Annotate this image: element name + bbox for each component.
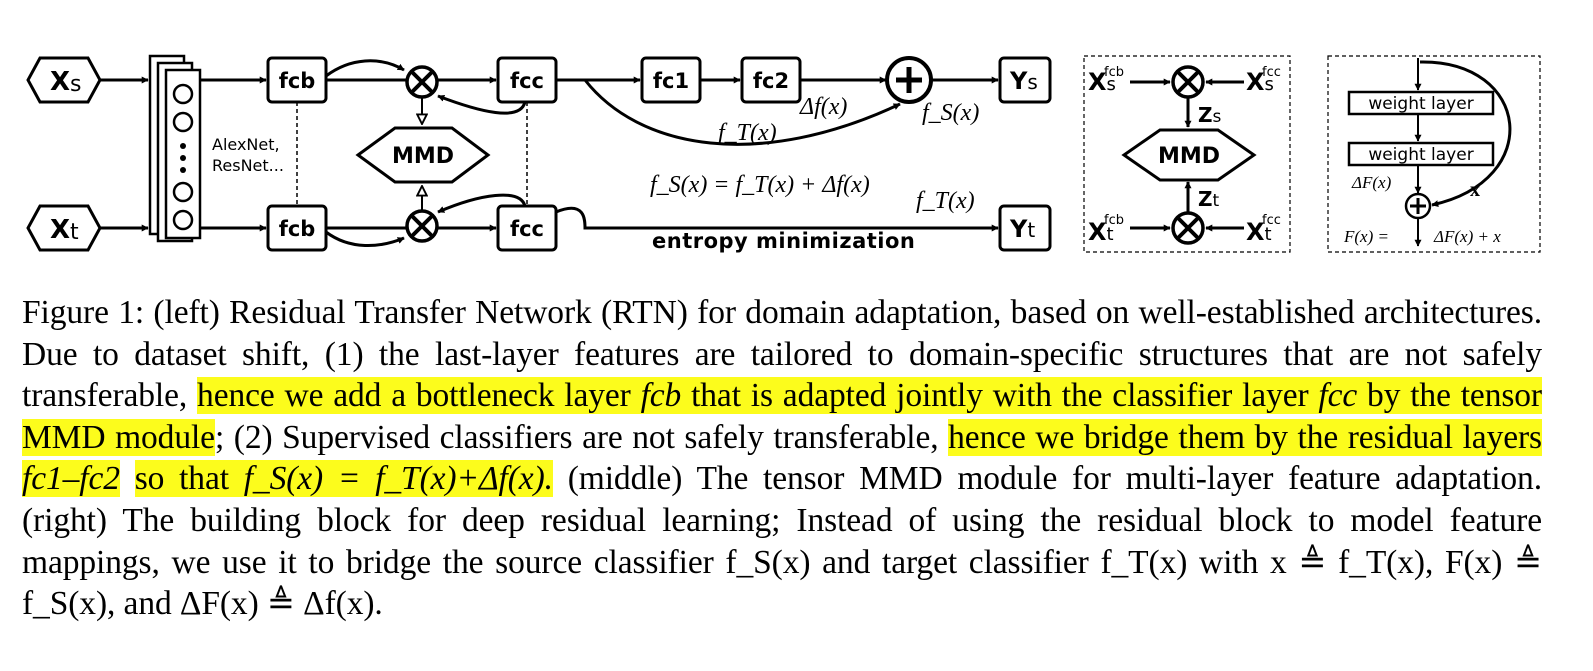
svg-text:ΔF(x) + x: ΔF(x) + x xyxy=(1433,227,1501,246)
svg-text:MMD: MMD xyxy=(1158,144,1220,169)
mid-tensor-source xyxy=(1171,65,1205,99)
svg-text:fcc: fcc xyxy=(1262,213,1281,228)
svg-text:fcb: fcb xyxy=(1104,213,1124,228)
svg-text:Zs: Zs xyxy=(1198,103,1222,127)
svg-text:Xs: Xs xyxy=(1088,68,1116,96)
residual-sum xyxy=(885,56,933,104)
tensor-product-source xyxy=(405,65,439,99)
caption-part-3: (middle) The tensor MMD module for multi… xyxy=(22,460,1542,623)
caption-part-1: Figure 1: (left) Residual Transfer Netwo… xyxy=(22,294,1542,415)
svg-text:Xt: Xt xyxy=(1246,218,1272,246)
right-panel: weight layer weight layer ΔF(x) x F(x) =… xyxy=(1327,55,1541,253)
svg-text:Yt: Yt xyxy=(1009,215,1035,243)
tensor-product-target xyxy=(405,209,439,243)
svg-text:fc1: fc1 xyxy=(653,69,689,93)
entropy-label: entropy minimization xyxy=(652,229,915,253)
svg-text:Xs: Xs xyxy=(1246,68,1274,96)
svg-text:fcb: fcb xyxy=(1104,65,1124,80)
svg-text:MMD: MMD xyxy=(392,144,454,169)
fT-label: f_T(x) xyxy=(718,120,777,146)
mid-tensor-target xyxy=(1171,211,1205,245)
fT-bottom-label: f_T(x) xyxy=(916,188,975,214)
svg-text:fcb: fcb xyxy=(279,217,316,241)
backbone-label-1: AlexNet, xyxy=(212,135,280,154)
svg-text:weight layer: weight layer xyxy=(1368,145,1473,165)
source-input-node: Xs xyxy=(26,56,102,104)
svg-text:ΔF(x): ΔF(x) xyxy=(1351,173,1392,192)
target-output-node: Yt xyxy=(998,204,1052,252)
caption-part-2: ; (2) Supervised classifiers are not saf… xyxy=(214,418,939,456)
delta-f-label: Δf(x) xyxy=(799,94,847,120)
target-input-node: Xt xyxy=(26,204,102,252)
fS-label: f_S(x) xyxy=(922,100,979,126)
fcb-target: fcb xyxy=(266,204,328,252)
caption-highlight-3: so that f_S(x) = f_T(x)+Δf(x). xyxy=(134,460,553,498)
backbone-network xyxy=(148,54,202,243)
mmd-module: MMD xyxy=(355,126,491,184)
svg-text:F(x) =: F(x) = xyxy=(1343,227,1389,246)
svg-text:Zt: Zt xyxy=(1198,187,1220,211)
rtn-figure: Xs Xt AlexNet, ResNet... fc xyxy=(26,54,1541,253)
source-output-node: Ys xyxy=(998,56,1052,104)
backbone-label-2: ResNet... xyxy=(212,156,284,175)
svg-text:Ys: Ys xyxy=(1009,67,1038,95)
left-panel: Xs Xt AlexNet, ResNet... fc xyxy=(26,54,1052,253)
svg-text:fcc: fcc xyxy=(1262,65,1281,80)
svg-text:weight layer: weight layer xyxy=(1368,94,1473,114)
fc1-layer: fc1 xyxy=(640,56,702,104)
fc2-layer: fc2 xyxy=(740,56,802,104)
residual-equation: f_S(x) = f_T(x) + Δf(x) xyxy=(650,172,870,198)
svg-text:x: x xyxy=(1470,179,1480,201)
fcb-source: fcb xyxy=(266,56,328,104)
svg-text:Xt: Xt xyxy=(50,215,79,245)
fcc-target: fcc xyxy=(496,204,558,252)
fcc-source: fcc xyxy=(496,56,558,104)
mid-mmd: MMD xyxy=(1121,128,1257,182)
figure-caption: Figure 1: (left) Residual Transfer Netwo… xyxy=(22,292,1542,625)
middle-panel: Xs fcb Xs fcc Zs MMD Zt Xt fcb Xt fcc xyxy=(1083,55,1291,253)
svg-text:fcb: fcb xyxy=(279,69,316,93)
svg-text:fcc: fcc xyxy=(510,217,544,241)
svg-text:fc2: fc2 xyxy=(753,69,789,93)
svg-text:fcc: fcc xyxy=(510,69,544,93)
weight-layer-1: weight layer xyxy=(1347,90,1495,116)
svg-text:Xs: Xs xyxy=(50,67,82,97)
right-residual-sum xyxy=(1404,192,1432,220)
weight-layer-2: weight layer xyxy=(1347,141,1495,167)
svg-text:Xt: Xt xyxy=(1088,218,1114,246)
